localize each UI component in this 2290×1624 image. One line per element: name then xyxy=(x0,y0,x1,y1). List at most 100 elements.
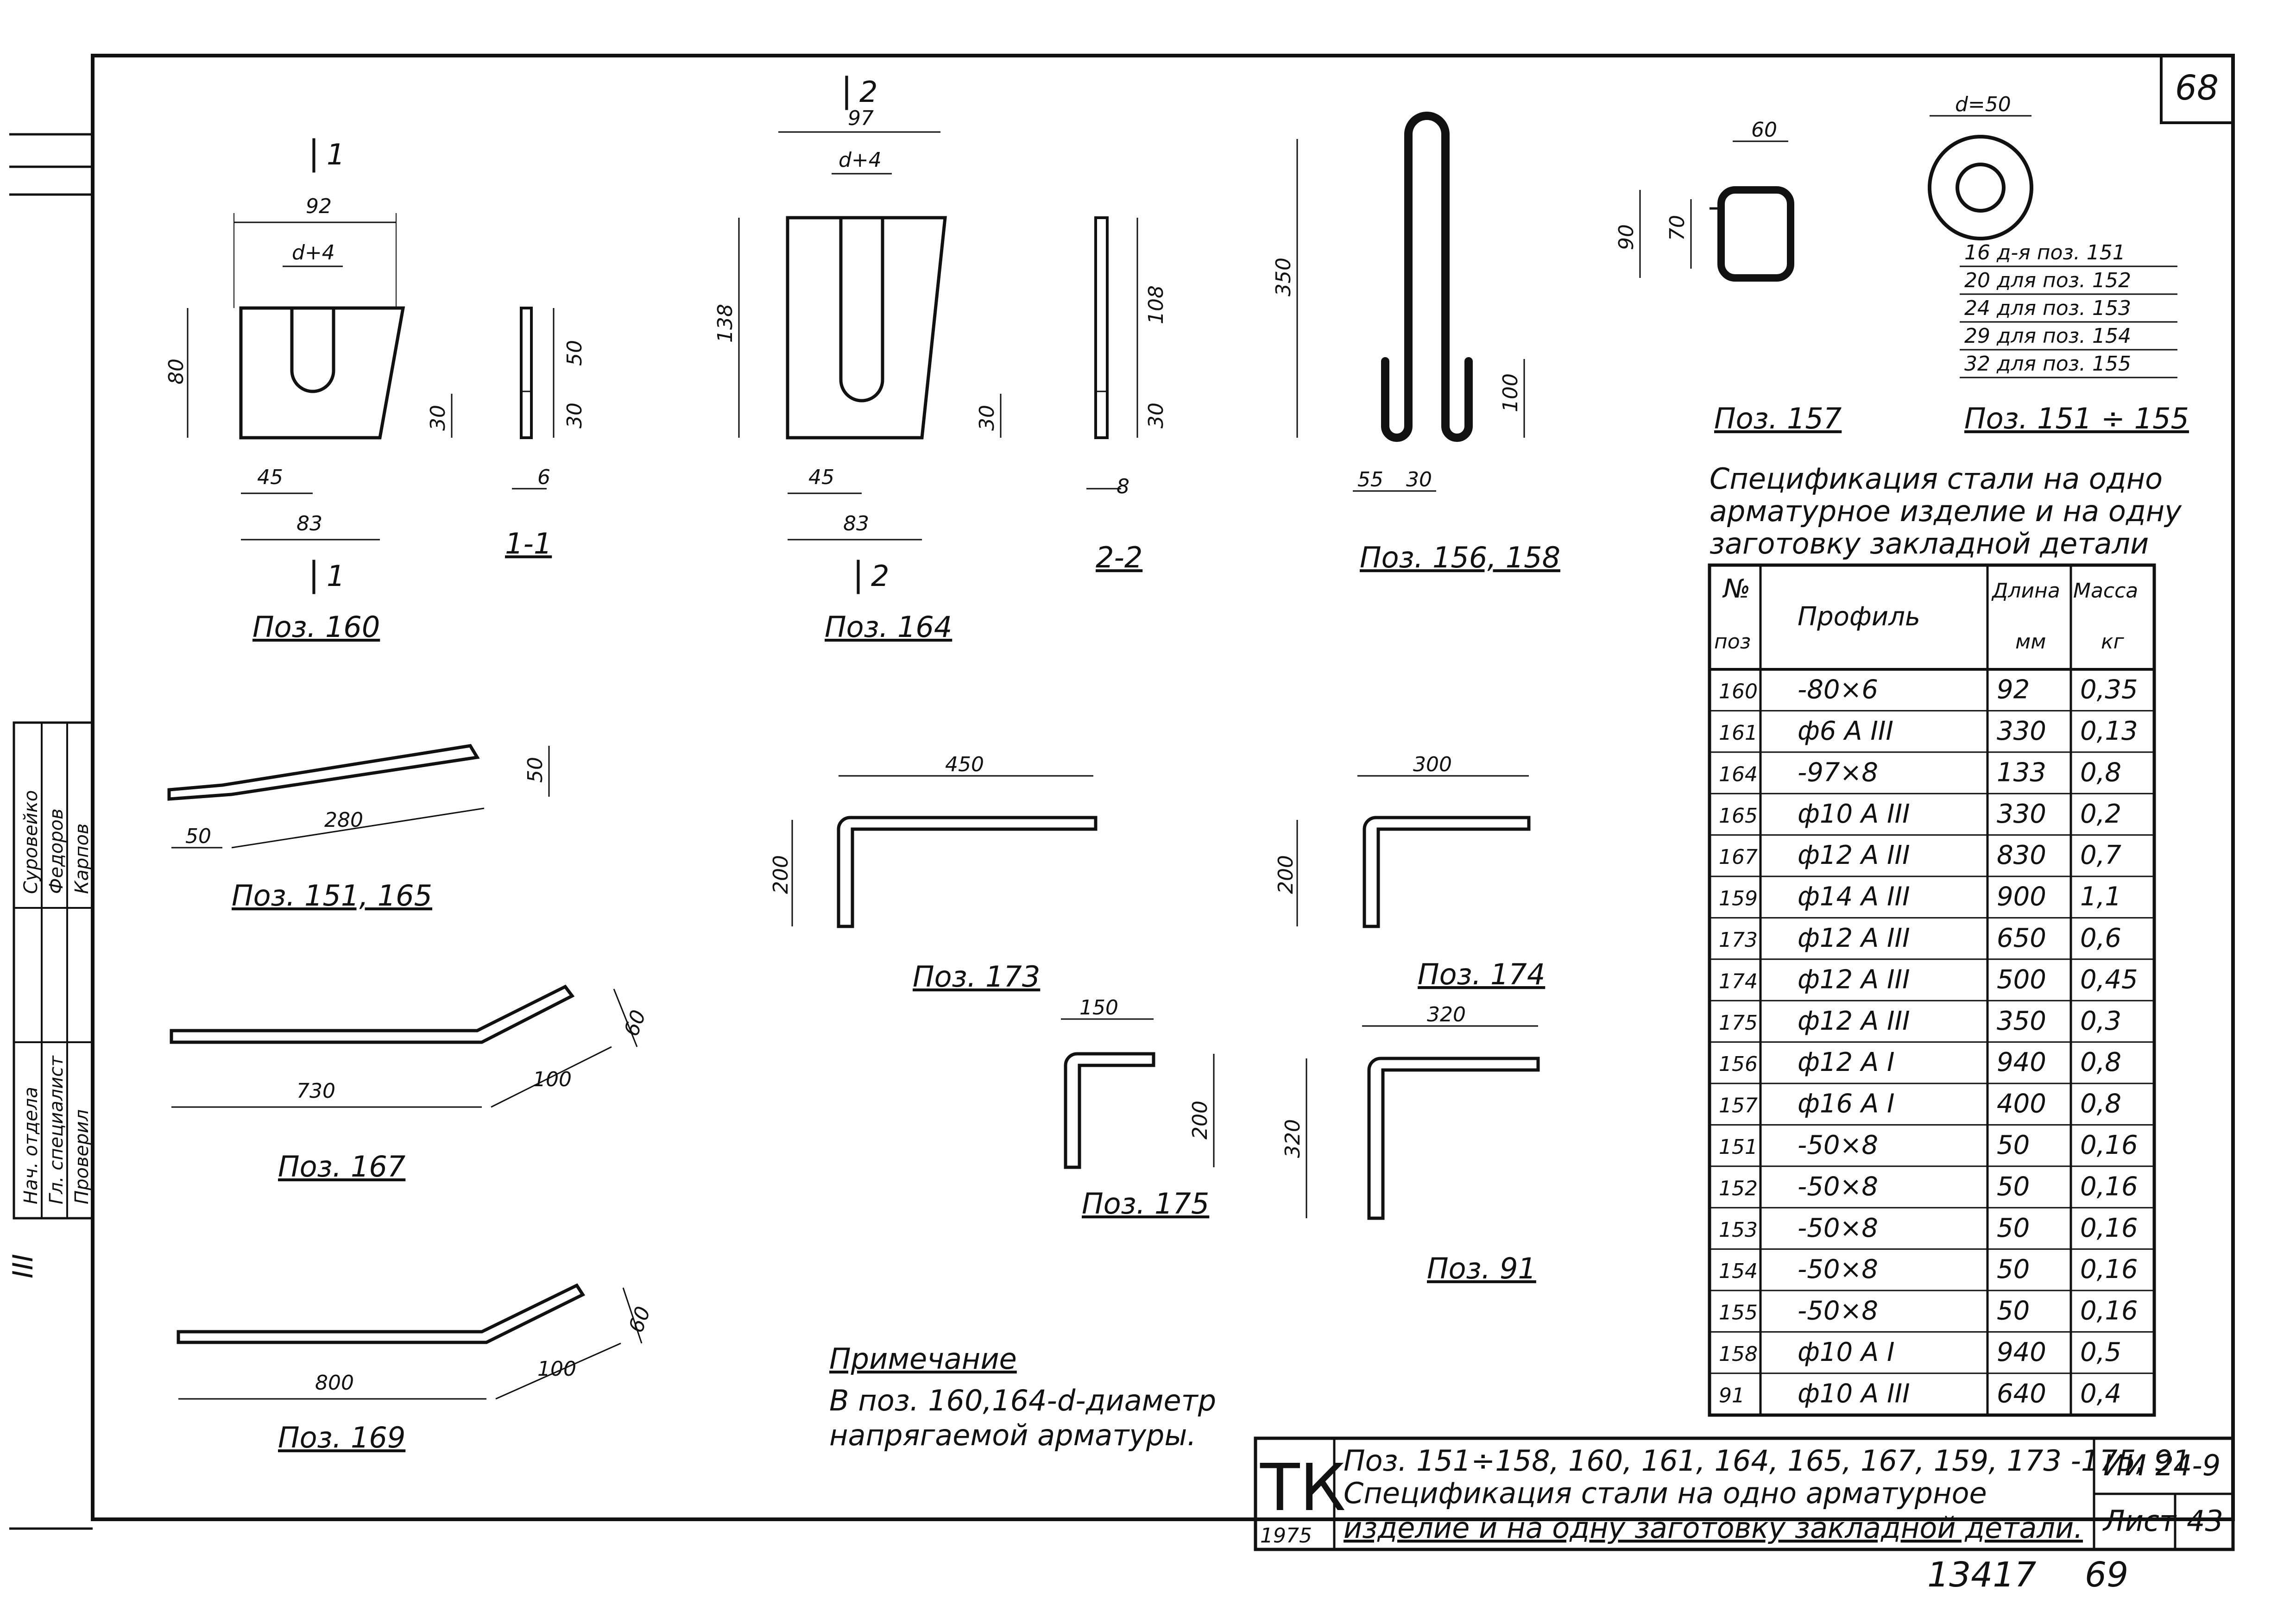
spec-cell-mass: 0,13 xyxy=(2080,716,2138,746)
pos164-dim-97: 97 xyxy=(848,107,874,130)
spec-cell-mass: 0,16 xyxy=(2080,1296,2138,1326)
spec-cell-mass: 1,1 xyxy=(2080,882,2121,912)
title-sheet-value: 43 xyxy=(2187,1504,2223,1538)
pos173-title: Поз. 173 xyxy=(913,960,1040,994)
spec-cell-pos: 159 xyxy=(1719,887,1758,911)
spec-cell-pos: 151 xyxy=(1719,1135,1758,1159)
pos160-dim-83: 83 xyxy=(297,512,322,535)
pos175-title: Поз. 175 xyxy=(1082,1187,1209,1221)
pos-157-drawing: 60 90 70 Поз. 157 xyxy=(1615,118,1842,435)
spec-cell-mass: 0,8 xyxy=(2080,1047,2121,1077)
pos151-165-dim-50: 50 xyxy=(185,825,211,848)
pos167-dim-100: 100 xyxy=(533,1068,572,1091)
spec-cell-pos: 158 xyxy=(1719,1342,1758,1366)
pos-174-drawing: 300 200 Поз. 174 xyxy=(1274,753,1545,991)
stamp-role-1: Нач. отдела xyxy=(20,1087,42,1204)
spec-cell-profile: ф16 А I xyxy=(1798,1089,1895,1119)
spec-cell-mass: 0,45 xyxy=(2080,964,2138,995)
cut-2-label-bottom: 2 xyxy=(871,559,889,593)
pos164-sec-8: 8 xyxy=(1117,475,1129,498)
spec-cell-profile: ф6 А III xyxy=(1798,716,1893,746)
stamp-name-1: Суровейко xyxy=(20,790,42,894)
spec-header-no-sub: поз xyxy=(1714,630,1751,654)
pos164-dim-83: 83 xyxy=(843,512,869,535)
pos151-165-dim-280: 280 xyxy=(324,808,363,832)
spec-cell-len: 350 xyxy=(1997,1006,2046,1036)
pos-151-155-drawing: d=50 16 д-я поз. 151 20 для поз. 152 24 … xyxy=(1928,93,2189,435)
spec-cell-mass: 0,7 xyxy=(2080,840,2121,870)
pos151-row-1: 16 д-я поз. 151 xyxy=(1964,241,2126,264)
pos-151-165-drawing: 50 280 50 Поз. 151, 165 xyxy=(167,744,550,913)
spec-cell-mass: 0,6 xyxy=(2080,923,2121,953)
pos91-title: Поз. 91 xyxy=(1427,1252,1536,1285)
spec-cell-mass: 0,16 xyxy=(2080,1171,2138,1202)
pos-91-drawing: 320 320 Поз. 91 xyxy=(1281,1003,1540,1285)
spec-cell-profile: -50×8 xyxy=(1798,1213,1878,1243)
pos91-dim-320-h: 320 xyxy=(1281,1119,1305,1158)
pos156-dim-30: 30 xyxy=(1406,468,1432,491)
spec-cell-mass: 0,8 xyxy=(2080,1089,2121,1119)
pos-175-drawing: 150 200 Поз. 175 xyxy=(1061,996,1215,1221)
spec-cell-len: 50 xyxy=(1997,1130,2030,1160)
bottom-number-left: 13417 xyxy=(1927,1555,2036,1595)
pos173-dim-200: 200 xyxy=(769,855,793,894)
spec-cell-profile: -80×6 xyxy=(1798,675,1878,705)
spec-header-no: № xyxy=(1722,574,1750,604)
spec-cell-pos: 174 xyxy=(1719,969,1758,993)
spec-cell-mass: 0,2 xyxy=(2080,799,2121,829)
pos156-dim-55: 55 xyxy=(1357,468,1383,491)
title-line-3: изделие и на одну заготовку закладной де… xyxy=(1344,1511,2083,1545)
spec-title-1: Спецификация стали на одно xyxy=(1710,462,2163,496)
pos160-dim-92: 92 xyxy=(306,195,332,218)
spec-cell-mass: 0,16 xyxy=(2080,1213,2138,1243)
spec-cell-profile: ф14 А III xyxy=(1798,882,1910,912)
spec-cell-pos: 161 xyxy=(1719,721,1758,745)
spec-cell-len: 830 xyxy=(1997,840,2046,870)
spec-cell-mass: 0,8 xyxy=(2080,757,2121,787)
spec-header-mass: Масса xyxy=(2073,579,2138,603)
spec-cell-pos: 160 xyxy=(1719,680,1758,704)
spec-cell-len: 92 xyxy=(1997,675,2030,705)
spec-cell-mass: 0,3 xyxy=(2080,1006,2121,1036)
cut-1-label-top: 1 xyxy=(327,138,345,171)
spec-header-mass-unit: кг xyxy=(2101,630,2125,654)
pos160-dim-80: 80 xyxy=(164,359,188,384)
cut-1-label-bottom: 1 xyxy=(327,559,345,593)
pos-169-drawing: 800 100 60 Поз. 169 xyxy=(177,1283,655,1454)
pos156-dim-350: 350 xyxy=(1272,258,1295,296)
title-line-2: Спецификация стали на одно арматурное xyxy=(1344,1476,1987,1510)
spec-cell-len: 330 xyxy=(1997,799,2046,829)
pos164-title: Поз. 164 xyxy=(825,610,952,644)
pos157-dim-90: 90 xyxy=(1615,224,1638,250)
pos175-dim-200: 200 xyxy=(1188,1101,1212,1139)
title-block: ТК 1975 Поз. 151÷158, 160, 161, 164, 165… xyxy=(1254,1436,2235,1551)
stamp-mark: III xyxy=(7,1254,39,1278)
pos160-title: Поз. 160 xyxy=(252,610,380,644)
pos160-sec-30: 30 xyxy=(563,403,587,428)
spec-cell-pos: 154 xyxy=(1719,1259,1758,1283)
pos151-row-5: 32 для поз. 155 xyxy=(1964,352,2131,376)
left-margin-lines xyxy=(9,133,93,1530)
spec-cell-pos: 155 xyxy=(1719,1301,1758,1325)
spec-cell-len: 900 xyxy=(1997,882,2046,912)
spec-cell-pos: 175 xyxy=(1719,1011,1758,1035)
spec-cell-len: 500 xyxy=(1997,964,2046,995)
spec-cell-len: 133 xyxy=(1997,757,2046,787)
pos169-title: Поз. 169 xyxy=(278,1421,405,1454)
pos-160-drawing: | 1 92 d+4 80 30 45 83 | 1 Поз. 160 50 3… xyxy=(164,133,587,644)
spec-cell-profile: -50×8 xyxy=(1798,1171,1878,1202)
spec-header-length-unit: мм xyxy=(2015,630,2046,654)
spec-cell-profile: -50×8 xyxy=(1798,1296,1878,1326)
spec-title-3: заготовку закладной детали xyxy=(1710,527,2149,560)
title-year: 1975 xyxy=(1260,1524,1312,1548)
spec-cell-pos: 153 xyxy=(1719,1218,1758,1242)
spec-cell-len: 650 xyxy=(1997,923,2046,953)
section-1-1-title: 1-1 xyxy=(505,527,552,560)
spec-cell-profile: ф12 А III xyxy=(1798,840,1910,870)
pos169-dim-800: 800 xyxy=(315,1371,354,1395)
spec-cell-len: 940 xyxy=(1997,1337,2046,1367)
spec-cell-pos: 164 xyxy=(1719,762,1758,786)
cut-2-label-top: 2 xyxy=(859,75,877,109)
pos157-dim-60: 60 xyxy=(1751,118,1777,142)
pos91-dim-320-w: 320 xyxy=(1427,1003,1466,1026)
